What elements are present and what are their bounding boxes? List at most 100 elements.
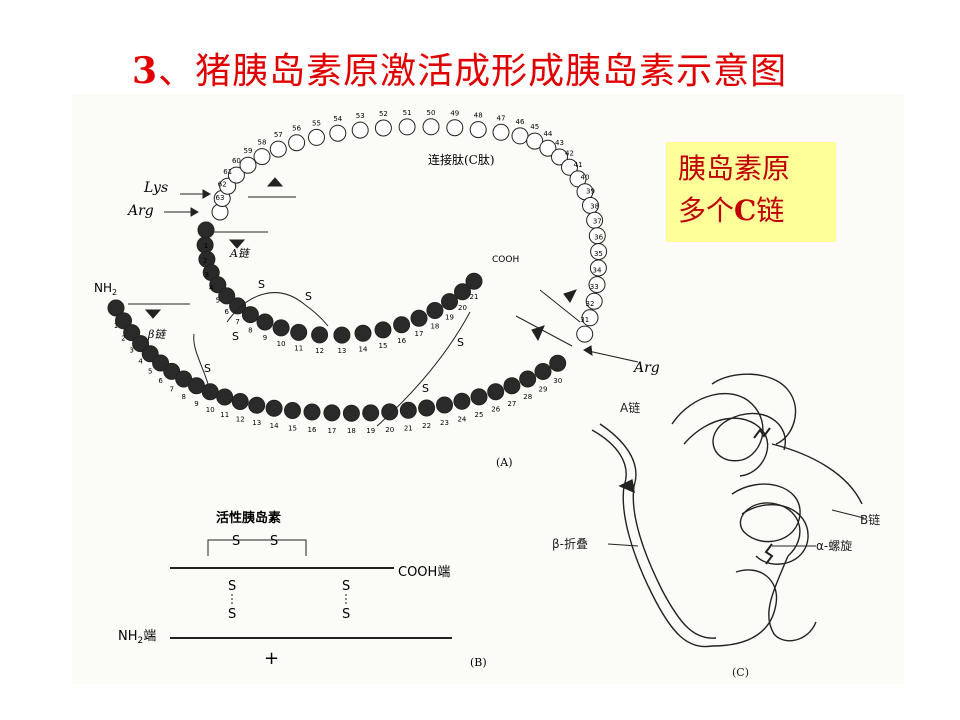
b-chain-bead: [519, 370, 537, 388]
callout-prefix: 多个: [678, 194, 735, 227]
residue-number: 34: [593, 267, 602, 275]
panel-a-label: (A): [496, 456, 513, 469]
c-peptide-bead: [239, 156, 257, 174]
nh2-text: NH: [94, 281, 112, 295]
residue-number: 32: [586, 300, 595, 308]
a-chain-bead: [374, 321, 392, 339]
s-label: S: [228, 607, 236, 622]
intra-a-bond: [226, 292, 329, 327]
b-chain-bead: [470, 388, 488, 406]
c-peptide-bead: [219, 177, 237, 195]
residue-number: 11: [220, 411, 229, 419]
c-peptide-bead: [588, 276, 606, 294]
b-chain-helix: [741, 504, 809, 565]
cut-line: [515, 315, 573, 347]
nh2-label: NH2: [94, 281, 117, 297]
residue-number: 41: [574, 161, 583, 169]
slide-title: 3、猪胰岛素原激活成形成胰岛素示意图: [132, 42, 787, 94]
b-chain-bead: [123, 324, 141, 342]
residue-number: 5: [148, 368, 152, 376]
residue-number: 2: [121, 335, 125, 343]
c-peptide-bead: [576, 325, 594, 343]
s-label: S: [342, 607, 350, 622]
residue-number: 4: [209, 285, 214, 293]
b-chain-bead: [436, 396, 453, 414]
a-chain-bead: [426, 302, 444, 319]
residue-number: 51: [403, 109, 412, 117]
b-chain-bead: [503, 377, 521, 395]
residue-number: 61: [223, 168, 232, 176]
a-chain-loop: [711, 373, 797, 445]
residue-number: 6: [158, 377, 163, 385]
residue-number: 5: [216, 297, 220, 305]
residue-number: 6: [224, 308, 229, 316]
residue-number: 33: [590, 283, 599, 291]
residue-number: 10: [206, 406, 215, 414]
c-peptide-bead: [589, 259, 607, 277]
c-peptide-bead: [585, 292, 603, 310]
residue-number: 56: [292, 125, 301, 133]
c-peptide-beads: [211, 118, 608, 343]
residue-number: 12: [315, 347, 324, 355]
c-peptide-bead: [581, 309, 599, 327]
beta-sheet-label: β-折叠: [552, 536, 588, 551]
b-chain-bead: [418, 399, 436, 417]
cleavage-markers: [128, 177, 639, 363]
nh2-subscript: 2: [138, 636, 144, 646]
title-text: 、猪胰岛素原激活成形成胰岛素示意图: [158, 51, 788, 92]
arrow-icon: [563, 289, 577, 303]
down-arrow-icon: [144, 309, 162, 319]
residue-number: 46: [516, 118, 525, 126]
residue-number: 13: [337, 347, 346, 355]
residue-number: 7: [235, 318, 239, 326]
residue-number: 24: [457, 415, 466, 423]
b-chain-bead: [342, 404, 360, 422]
beta-strand: [599, 423, 717, 639]
residue-number: 54: [333, 115, 342, 123]
s-label: S: [232, 534, 240, 549]
arg-right-arrow-line: [583, 349, 639, 363]
b-chain-bead: [163, 362, 181, 380]
b-chain-bead: [248, 396, 266, 414]
residue-number: 53: [356, 112, 365, 120]
a-chain-bead: [441, 293, 458, 311]
residue-number: 3: [205, 271, 209, 279]
callout-suffix: 链: [756, 194, 785, 227]
a-chain-bead: [454, 283, 471, 301]
s-label: S: [228, 579, 236, 594]
residue-number: 1: [204, 242, 208, 250]
a-chain-label: A链: [229, 247, 251, 260]
s-label: S: [258, 278, 265, 291]
a-chain-beads: [196, 221, 483, 344]
residue-number: 1: [114, 322, 118, 330]
residue-number: 43: [555, 139, 564, 147]
c-peptide-label: 连接肽(C肽): [428, 152, 495, 167]
residue-number: 4: [138, 358, 143, 366]
callout-box: 胰岛素原 多个C链: [666, 142, 836, 242]
a-chain-bead: [229, 297, 247, 315]
interchain-bond-1: [193, 333, 209, 385]
b-chain-bead: [487, 383, 505, 401]
residue-number: 21: [470, 293, 479, 301]
b-chain-bead: [216, 388, 234, 406]
a-chain-bead: [290, 323, 308, 341]
b-chain-bead: [534, 363, 552, 380]
disulfide-zigzag: [764, 543, 774, 565]
cut-line: [539, 289, 581, 323]
s-label: S: [270, 534, 278, 549]
panel-b-title: 活性胰岛素: [216, 510, 281, 526]
residue-number: 44: [543, 130, 552, 138]
residue-number: 7: [169, 385, 173, 393]
s-label: S: [232, 330, 239, 343]
residue-number: 13: [252, 419, 261, 427]
panel-b: 活性胰岛素 S S COOH端 S S S S NH2端 + (B): [118, 510, 487, 669]
a-chain-helix: [671, 392, 786, 462]
c-peptide-bead: [374, 119, 392, 137]
panel-c: [591, 373, 865, 648]
lys-arrow-head: [202, 189, 212, 199]
residue-number: 18: [430, 323, 439, 331]
b-chain-bead: [107, 299, 125, 317]
residue-number: 14: [359, 345, 368, 353]
